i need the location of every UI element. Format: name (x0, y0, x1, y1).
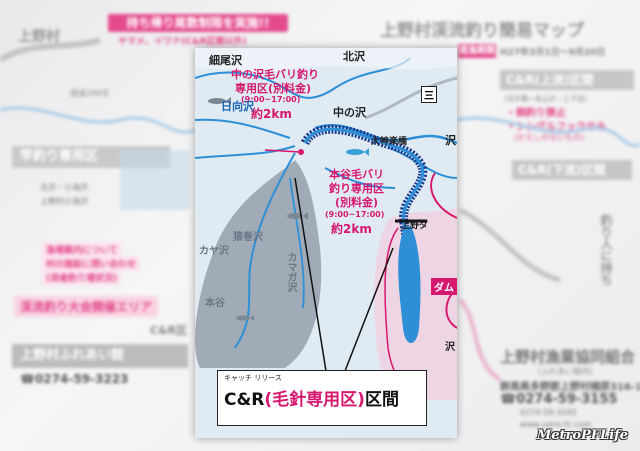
zone2-title-b: 釣り専用区 (329, 182, 384, 195)
rule-2: ・シングルフックのみ (506, 122, 606, 133)
label-nakanosawa: 中の沢 (333, 106, 366, 119)
cr-ruby: キャッチ リリース (224, 374, 282, 382)
label-hi: 沢 (445, 342, 455, 353)
left-pink2: 村の施設に問い合わせ (42, 256, 141, 271)
right-cr-upper: C&R(上流)区間 (500, 70, 634, 90)
notice-banner: 持ち帰り尾数制限を実施!! (108, 14, 288, 32)
zone1-length: 約2km (251, 107, 292, 121)
right-cr-upper-sub: (浜平橋〜赤山沢・上下流) (504, 95, 587, 103)
label-sarumaki: 猿巻沢 (233, 232, 263, 243)
river-north (195, 57, 411, 99)
right-title: 上野村渓流釣り簡易マップ (380, 21, 584, 41)
label-hinatazawa: 日向沢 (221, 100, 254, 113)
rule-1: ・餌釣り禁止 (506, 108, 566, 119)
right-assoc-sub: (ふれあい館内) (538, 367, 593, 376)
pink-road-top (430, 172, 457, 219)
zone2-title-a: 本谷毛バリ (329, 168, 384, 181)
label-kamagasawa: カマガ沢 (285, 252, 296, 292)
fishing-map-detail: 細尾沢 北沢 中の沢毛バリ釣り 専用区(別料金) (9:00~17:00) 約2… (195, 48, 457, 438)
grey-zone-left (195, 160, 322, 368)
left-facility: 上野村ふれあい館 (12, 344, 188, 368)
right-assoc: 上野村漁業協同組合 (500, 348, 636, 366)
zone1-title-b: 専用区(別料金) (235, 82, 312, 95)
right-fax: 0274-59-3165 (520, 408, 577, 417)
right-addr: 群馬県多野郡上野村楢原316-1 (500, 382, 640, 393)
label-dam: ダム (431, 278, 457, 295)
label-omikami: 大神楽橋 (371, 137, 408, 147)
notice-sub: ヤマメ、イワナ(C&R区間以外) (118, 37, 247, 47)
zone1-hours: (9:00~17:00) (241, 95, 301, 104)
period: H27年3月1日〜9月20日 (500, 48, 606, 58)
cr-legend-box: キャッチ リリース C&R(毛針専用区)区間 (217, 370, 427, 426)
dam-reservoir (398, 226, 421, 343)
label-kitazawa: 北沢 (343, 50, 365, 63)
label-uenoda: 上野ダ (401, 221, 429, 231)
rule-3: (かえしのないもの) (514, 133, 585, 142)
label-kayasawa: カヤ沢 (199, 246, 229, 257)
zone2-length: 約2km (331, 222, 372, 236)
left-sub2: 上野村小海沢 (40, 197, 88, 206)
zone2-title-c: (別料金) (335, 196, 379, 209)
left-tournament: 渓流釣り大会開催エリア (14, 296, 159, 317)
cr-main-b: (毛針専用区) (264, 390, 365, 410)
left-road: 国道299号 (70, 89, 110, 98)
left-phone: ☎0274-59-3223 (20, 372, 129, 386)
left-pink3: (流者釣り場状況) (42, 270, 122, 285)
watermark: MetroPFLife (536, 428, 628, 443)
label-mikado: 三 (421, 86, 437, 103)
right-phone: ☎0274-59-3155 (500, 392, 618, 407)
left-sub1: 北沢・小海沢 (40, 183, 88, 192)
left-top-text: 上野村 (18, 29, 60, 45)
label-hontani: 本谷 (205, 298, 225, 309)
right-vertical: 釣り人に持ち (599, 214, 613, 286)
zone1-title-a: 中の沢毛バリ釣り (231, 68, 319, 81)
cr-main-c: 区間 (364, 390, 399, 410)
river-main-top (314, 123, 457, 145)
zone2-hours: (9:00~17:00) (325, 210, 385, 219)
left-pink1: 漁場案内について (42, 242, 122, 257)
right-url: www.ueno-fc.com (520, 420, 592, 429)
label-tsuruozawa: 細尾沢 (209, 54, 242, 67)
label-sawa-right: 沢 (445, 134, 456, 147)
period-label: 遊漁期間 (458, 44, 496, 58)
cr-small-label: C&R区 (150, 324, 188, 337)
fish-icon (208, 97, 369, 321)
cr-title: C&R(毛針専用区)区間 (224, 385, 399, 410)
river-sarumaki (234, 152, 296, 349)
right-cr-lower: C&R(下流)区間 (512, 160, 632, 180)
cr-main-a: C&R (224, 390, 265, 410)
